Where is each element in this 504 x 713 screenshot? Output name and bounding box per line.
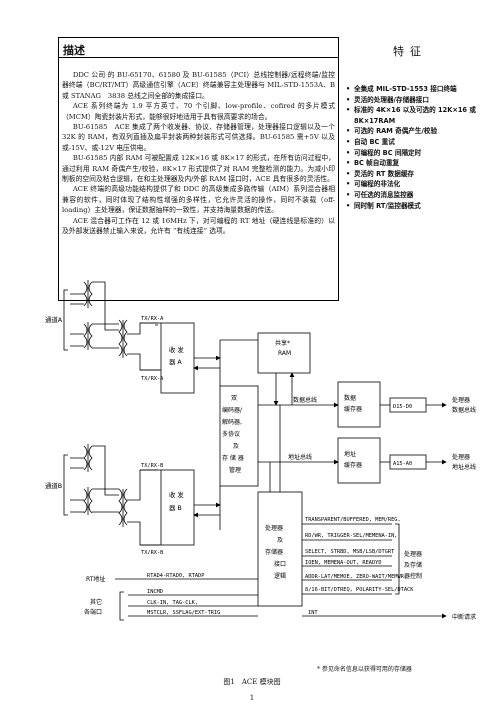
description-paragraph: BU-61585 ACE 集成了两个收发器、协议、存储器管理，处理器接口逻辑以及… (62, 123, 335, 152)
control-signal-label: TRANSPARENT/BUFFERED, MEM/REG, (305, 517, 401, 523)
processor-interface-label: 存储器 (265, 548, 283, 556)
transceiver-b-label: 收 发 (169, 490, 184, 499)
feature-item: 全集成 MIL-STD-1553 接口终端 (346, 84, 502, 95)
description-box: 描述 DDC 公司 的 BU-65170、61580 及 BU-61585（PC… (58, 37, 339, 301)
encoder-label: 及 (233, 443, 239, 450)
processor-data-bus-label: 处理器 (452, 396, 470, 404)
encoder-label: 编码器/ (222, 406, 243, 414)
transceiver-a-label: 器 A (169, 358, 182, 366)
address-buffer-box (337, 437, 381, 484)
encoder-label: 多协议 (222, 430, 240, 438)
encoder-label: 解码器, (222, 418, 242, 426)
encoder-label: 管理 (229, 466, 241, 474)
a15-a0-label: A15-A0 (393, 461, 412, 467)
master-clear-signals-label: MSTCLR, SSFLAG/EXT-TRIG (147, 610, 220, 616)
control-signal-label: SELECT, STRBD, MSB/LSB/DTGRT (305, 549, 395, 555)
control-signal-label: ADDR-LAT/MEMOE, ZERO-WAIT/MEMWR, (305, 574, 407, 580)
data-buffer-label: 缓存器 (344, 405, 362, 413)
txrx-a-bottom-label: TX/RX-A (141, 376, 164, 382)
control-signal-label: 8/16-BIT/DTREQ, POLARITY-SEL/DTACK (305, 587, 414, 593)
int-label: INT (308, 610, 318, 616)
other-ports-label: 其它 (90, 598, 102, 606)
feature-item: 可选的 RAM 奇偶产生/校验 (346, 126, 502, 137)
rt-address-label: RT地址 (86, 575, 105, 583)
channel-b-label: 通道B (45, 481, 62, 490)
shared-ram-label: RAM (278, 350, 291, 357)
processor-memory-control-label: 器控制 (404, 572, 422, 580)
feature-item: 自动 BC 重试 (346, 137, 502, 148)
shared-ram-box (257, 332, 311, 374)
processor-data-bus-label: 数据总线 (452, 406, 476, 414)
rt-address-signals-label: RTAD4-RTAD0, RTADP (147, 573, 204, 579)
address-bus-label: 地址总线 (288, 453, 312, 461)
processor-interface-label: 及 (277, 537, 283, 544)
processor-memory-control-label: 及存储 (404, 561, 422, 569)
clock-signals-label: CLK-IN, TAG-CLK, (147, 600, 198, 606)
d15-d0-label: D15-D0 (393, 404, 412, 410)
transceiver-b-label: 器 B (169, 504, 182, 512)
data-bus-label: 数据总线 (293, 396, 317, 404)
data-buffer-label: 数据 (344, 394, 356, 402)
txrx-b-bottom-label: TX/RX-B (141, 550, 163, 556)
description-paragraph: ACE 系列终端为 1.9 平方英寸、70 个引脚、low-profile、co… (62, 102, 335, 121)
feature-item: BC 帧自动重复 (346, 158, 502, 169)
processor-address-bus-label: 地址总线 (452, 463, 476, 471)
address-buffer-label: 缓存器 (344, 461, 362, 469)
data-buffer-box (337, 381, 381, 428)
other-ports-label: 各端口 (84, 608, 102, 616)
processor-interface-label: 接口 (274, 560, 286, 568)
description-divider (59, 57, 338, 58)
feature-item: 标准的 4K×16 以及可选的 12K×16 或 8K×17RAM (346, 105, 502, 126)
processor-address-bus-label: 处理器 (452, 453, 470, 461)
description-text: DDC 公司 的 BU-65170、61580 及 BU-61585（PCI）总… (62, 70, 335, 237)
description-paragraph: BU-61585 内部 RAM 可被配置成 12K×16 或 8K×17 的形式… (62, 154, 335, 184)
transformer-a-icon (70, 280, 160, 371)
footnote: * 参见命名信息以获得可用的存储器 (317, 666, 412, 673)
features-title: 特征 (393, 45, 427, 58)
page-number: 1 (249, 694, 255, 702)
channel-a-label: 通道A (45, 315, 63, 324)
feature-item: 可编程的非法化 (346, 179, 502, 190)
incmd-label: INCMD (147, 589, 163, 595)
processor-interface-label: 处理器 (265, 524, 283, 532)
processor-memory-control-label: 处理器 (404, 550, 422, 558)
encoder-box (219, 385, 259, 487)
figure-caption: 图1 ACE 模块图 (223, 678, 281, 686)
feature-item: 灵活的 RT 数据缓存 (346, 169, 502, 180)
processor-interface-label: 逻辑 (274, 572, 286, 580)
description-paragraph: ACE 终端的高级功能结构提供了和 DDC 的高级集成多路传输（AIM）系列混合… (62, 185, 335, 215)
description-title: 描述 (63, 44, 85, 57)
control-signal-label: IOEN, MEMENA-OUT, READYD (305, 560, 382, 566)
feature-item: 可任选的消息监控器 (346, 190, 502, 201)
feature-item: 同时制 RT/监控器模式 (346, 201, 502, 212)
interrupt-request-label: 中断请求 (452, 613, 476, 621)
feature-item: 灵活的处理器/存储器接口 (346, 95, 502, 106)
address-buffer-label: 地址 (344, 450, 356, 458)
description-paragraph: DDC 公司 的 BU-65170、61580 及 BU-61585（PCI）总… (62, 71, 335, 100)
txrx-a-top-label: TX/RX-A (141, 316, 164, 322)
shared-ram-label: 共享* (275, 339, 290, 347)
transceiver-b-box (160, 469, 195, 546)
encoder-label: 存 储 器 (222, 454, 244, 462)
encoder-label: 双 (231, 395, 237, 402)
features-list: 全集成 MIL-STD-1553 接口终端 灵活的处理器/存储器接口 标准的 4… (346, 84, 502, 211)
control-signal-label: RD/WR, TRIGGER-SEL/MEMENA-IN, (305, 533, 397, 539)
feature-item: 可编程的 BC 间隔定时 (346, 148, 502, 159)
transformer-b-icon (70, 444, 160, 546)
description-paragraph: ACE 混合器可工作在 12 或 16MHz 下，对可编程的 RT 地址（硬连线… (62, 216, 335, 236)
txrx-b-top-label: TX/RX-B (141, 463, 163, 469)
transceiver-a-label: 收 发 (169, 345, 184, 354)
